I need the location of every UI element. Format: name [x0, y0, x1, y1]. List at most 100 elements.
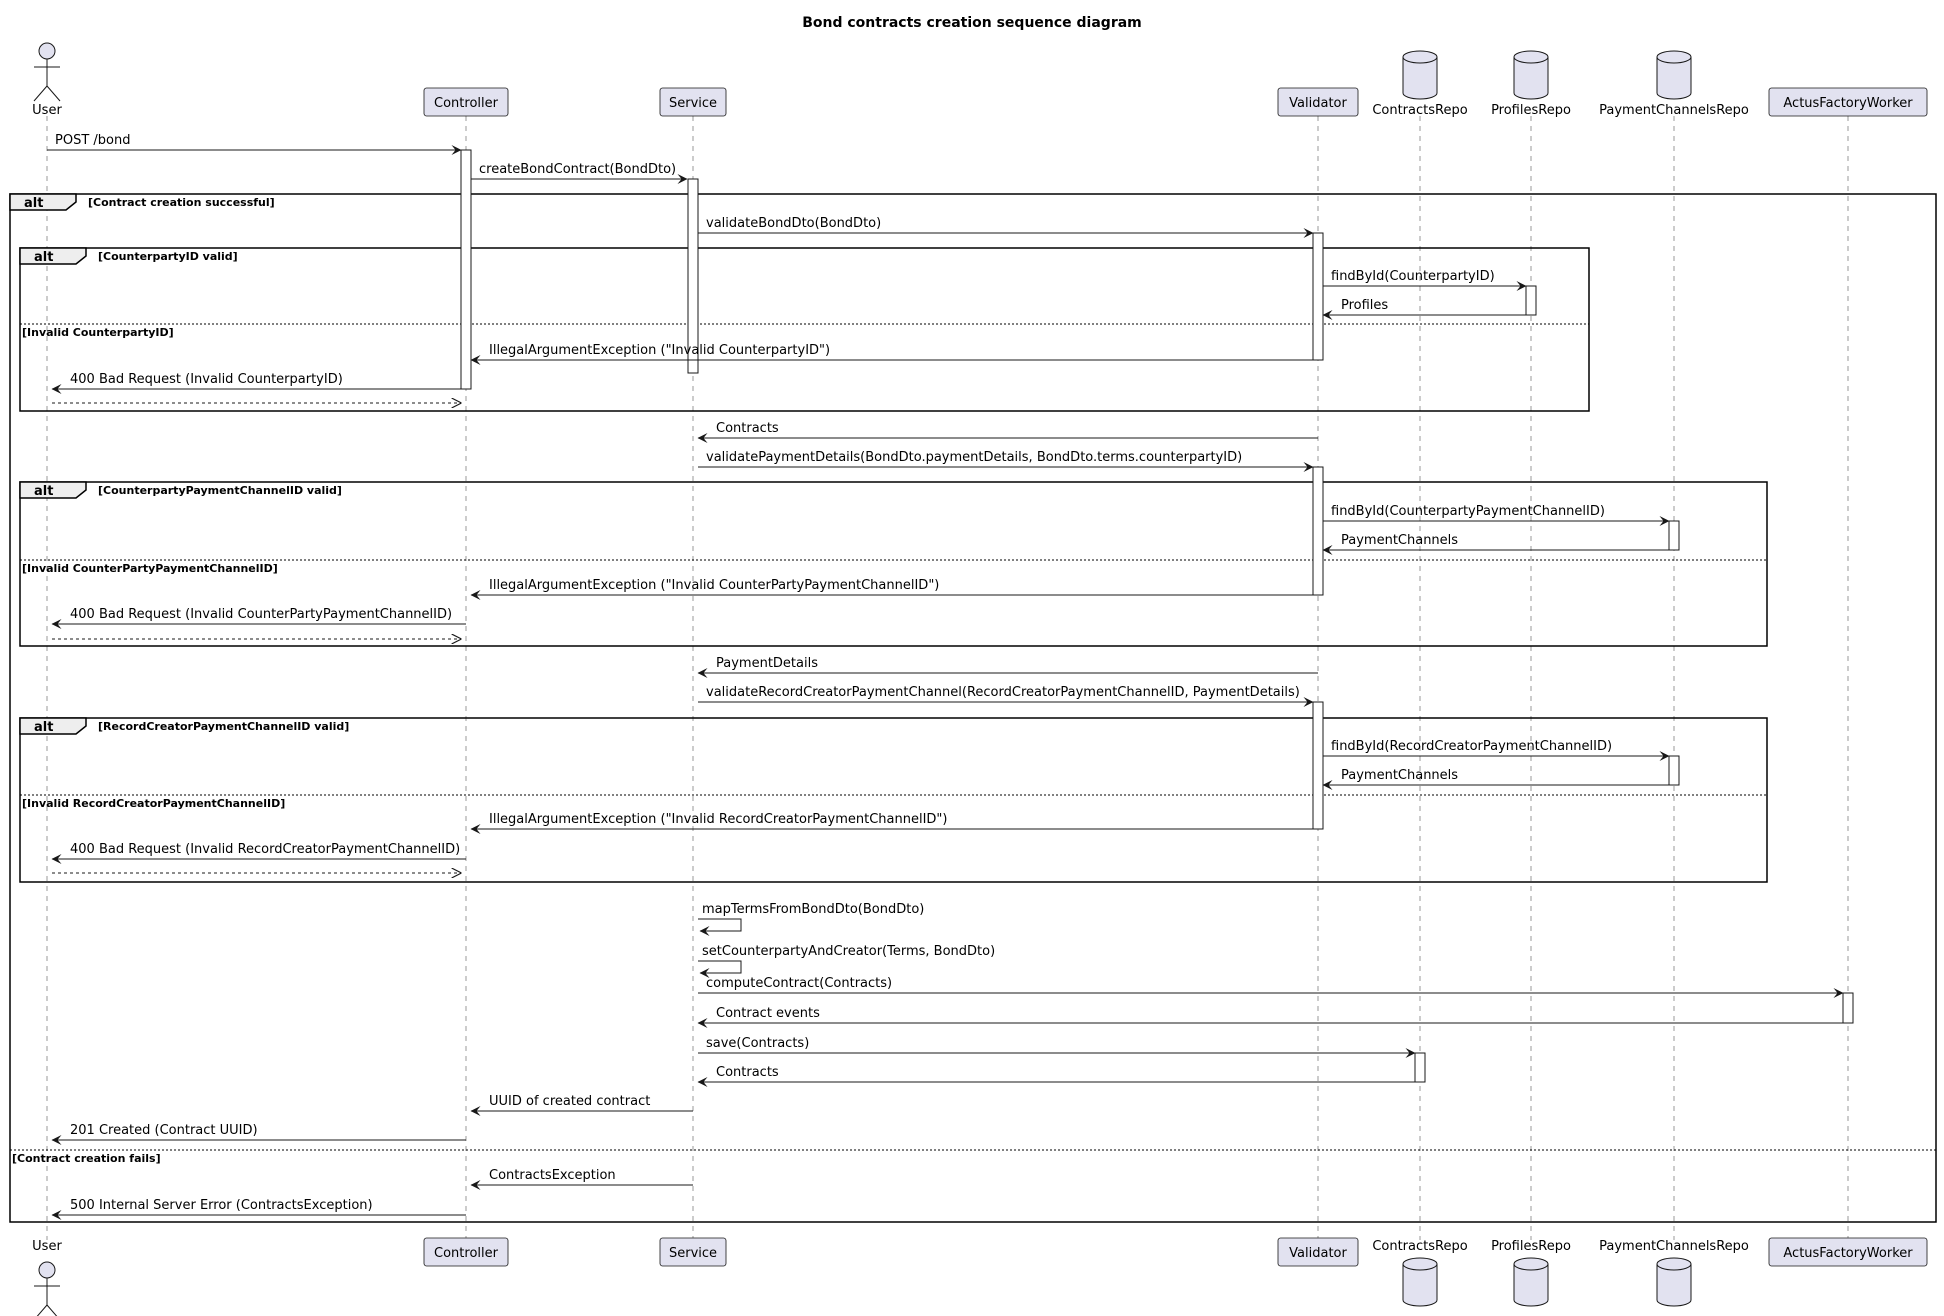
participant-label: Controller	[434, 1246, 499, 1261]
participant-box	[659, 87, 727, 117]
message-label: IllegalArgumentException ("Invalid Recor…	[489, 812, 947, 827]
message-label: Profiles	[1341, 298, 1388, 313]
fragment-else-guard: [Invalid CounterPartyPaymentChannelID]	[22, 562, 278, 575]
activation-bar	[1842, 992, 1854, 1024]
activation-bar	[1414, 1052, 1426, 1083]
database-icon	[1402, 50, 1438, 100]
message: Contracts	[697, 421, 1318, 443]
message: PaymentChannels	[1322, 768, 1669, 790]
participant-box	[1277, 87, 1359, 117]
participant-paymentchannelsrepo-top: PaymentChannelsRepo	[1599, 50, 1749, 118]
fragment-guard: [RecordCreatorPaymentChannelID valid]	[98, 720, 349, 733]
participant-user-top: User	[32, 42, 62, 118]
message: createBondContract(BondDto)	[471, 162, 688, 184]
fragment-tab	[19, 481, 87, 499]
activation-bars	[460, 149, 1854, 1083]
alt-fragment: alt[CounterpartyID valid][Invalid Counte…	[19, 247, 1590, 412]
fragment-kind: alt	[24, 196, 43, 211]
message-label: findById(CounterpartyID)	[1331, 269, 1495, 284]
participants: UserUserControllerControllerServiceServi…	[32, 42, 1928, 1316]
message: 400 Bad Request (Invalid CounterpartyID)	[51, 372, 461, 394]
participant-label: ContractsRepo	[1372, 103, 1467, 118]
activation-bar	[1668, 520, 1680, 551]
participant-controller-bottom: Controller	[423, 1237, 509, 1267]
message: IllegalArgumentException ("Invalid Recor…	[470, 812, 1313, 834]
message: PaymentChannels	[1322, 533, 1669, 555]
message-label: Contracts	[716, 1065, 779, 1080]
participant-controller-top: Controller	[423, 87, 509, 117]
message: 400 Bad Request (Invalid CounterPartyPay…	[51, 607, 466, 629]
participant-profilesrepo-top: ProfilesRepo	[1491, 50, 1571, 118]
participant-validator-bottom: Validator	[1277, 1237, 1359, 1267]
participant-label: User	[32, 1239, 62, 1254]
fragment-else-guard: [Contract creation fails]	[12, 1152, 161, 1165]
participant-label: Validator	[1289, 1246, 1347, 1261]
message: Contract events	[697, 1006, 1843, 1028]
participant-label: ProfilesRepo	[1491, 103, 1571, 118]
message-label: mapTermsFromBondDto(BondDto)	[702, 902, 924, 917]
message: findById(RecordCreatorPaymentChannelID)	[1323, 739, 1670, 761]
message: IllegalArgumentException ("Invalid Count…	[470, 578, 1313, 600]
database-icon	[1656, 1257, 1692, 1307]
participant-user-bottom: User	[32, 1239, 62, 1316]
message-label: createBondContract(BondDto)	[479, 162, 676, 177]
fragment-kind: alt	[34, 250, 53, 265]
message-label: 400 Bad Request (Invalid CounterPartyPay…	[70, 607, 452, 622]
alt-fragment: alt[CounterpartyPaymentChannelID valid][…	[19, 481, 1768, 647]
message-label: validatePaymentDetails(BondDto.paymentDe…	[706, 450, 1242, 465]
self-message: mapTermsFromBondDto(BondDto)	[698, 902, 924, 936]
message: Contracts	[697, 1065, 1415, 1087]
message: Profiles	[1322, 298, 1526, 320]
database-icon	[1656, 50, 1692, 100]
participant-box	[1277, 1237, 1359, 1267]
participant-label: Service	[669, 1246, 717, 1261]
message: findById(CounterpartyPaymentChannelID)	[1323, 504, 1670, 526]
message-label: save(Contracts)	[706, 1036, 809, 1051]
participant-contractsrepo-bottom: ContractsRepo	[1372, 1239, 1468, 1307]
fragment-kind: alt	[34, 484, 53, 499]
fragment-tab	[19, 247, 87, 265]
participant-label: PaymentChannelsRepo	[1599, 1239, 1749, 1254]
activation-bar	[1312, 466, 1324, 596]
participant-profilesrepo-bottom: ProfilesRepo	[1491, 1239, 1571, 1307]
fragments: alt[Contract creation successful][Contra…	[9, 193, 1937, 1223]
participant-actusfactoryworker-top: ActusFactoryWorker	[1768, 87, 1928, 117]
alt-fragment: alt[Contract creation successful][Contra…	[9, 193, 1937, 1223]
message-label: IllegalArgumentException ("Invalid Count…	[489, 343, 830, 358]
fragment-kind: alt	[34, 720, 53, 735]
participant-label: User	[32, 103, 62, 118]
message-label: findById(RecordCreatorPaymentChannelID)	[1331, 739, 1612, 754]
message: save(Contracts)	[698, 1036, 1416, 1058]
participant-validator-top: Validator	[1277, 87, 1359, 117]
participant-label: ProfilesRepo	[1491, 1239, 1571, 1254]
fragment-else-guard: [Invalid CounterpartyID]	[22, 326, 174, 339]
activation-bar	[1668, 755, 1680, 786]
database-icon	[1513, 50, 1549, 100]
participant-actusfactoryworker-bottom: ActusFactoryWorker	[1768, 1237, 1928, 1267]
participant-box	[1768, 1237, 1928, 1267]
database-icon	[1402, 1257, 1438, 1307]
message: validateRecordCreatorPaymentChannel(Reco…	[698, 685, 1314, 707]
participant-box	[659, 1237, 727, 1267]
message: computeContract(Contracts)	[698, 976, 1844, 998]
participant-label: ContractsRepo	[1372, 1239, 1467, 1254]
participant-box	[1768, 87, 1928, 117]
actor-icon	[34, 1261, 60, 1316]
fragment-else-guard: [Invalid RecordCreatorPaymentChannelID]	[22, 797, 285, 810]
participant-box	[423, 87, 509, 117]
lifelines	[46, 116, 1849, 1240]
message-label: PaymentDetails	[716, 656, 818, 671]
message-label: validateRecordCreatorPaymentChannel(Reco…	[706, 685, 1300, 700]
message: POST /bond	[47, 133, 462, 155]
participant-label: PaymentChannelsRepo	[1599, 103, 1749, 118]
message-arrow	[698, 918, 742, 936]
alt-fragment: alt [RecordCreatorPaymentChannelID valid]…	[19, 717, 1768, 883]
message: ContractsException	[470, 1168, 693, 1190]
message-label: 400 Bad Request (Invalid RecordCreatorPa…	[70, 842, 460, 857]
participant-label: ActusFactoryWorker	[1783, 96, 1913, 111]
message-label: UUID of created contract	[489, 1094, 650, 1109]
message-label: 201 Created (Contract UUID)	[70, 1123, 258, 1138]
message-label: Contracts	[716, 421, 779, 436]
actor-icon	[33, 42, 61, 102]
activation-bar	[687, 178, 699, 374]
